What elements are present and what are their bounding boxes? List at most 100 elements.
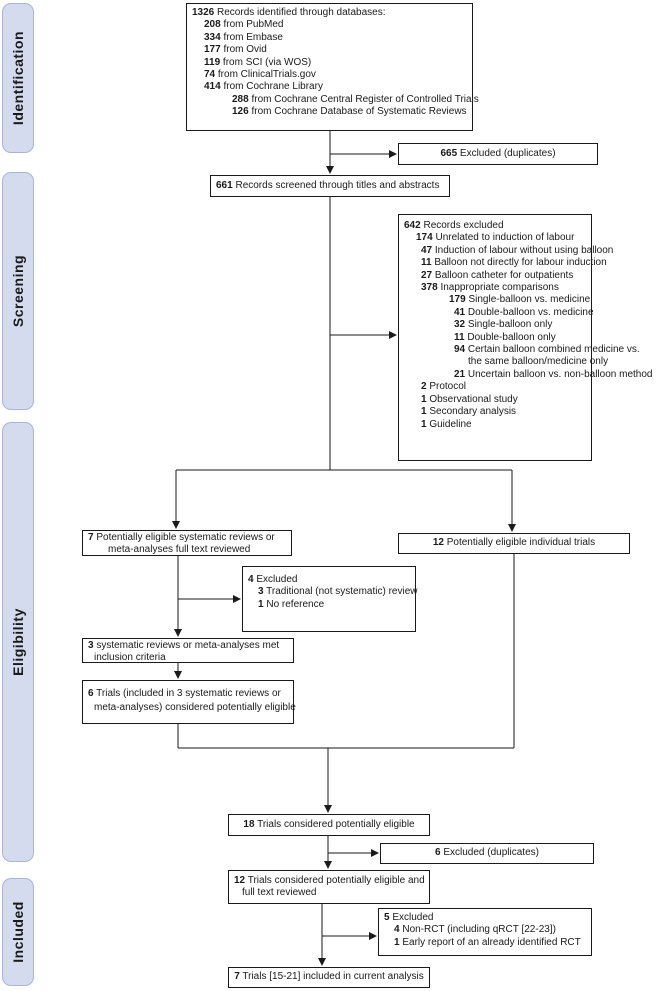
- box-line: 41 Double-balloon vs. medicine: [454, 306, 594, 318]
- box-line: 12 Potentially eligible individual trial…: [432, 537, 596, 548]
- box-trials-included: 7 Trials [15-21] included in current ana…: [228, 967, 430, 988]
- box-line: 642 Records excluded: [404, 220, 504, 231]
- box-line-count: 32: [454, 319, 466, 331]
- box-line-count: 1: [421, 406, 427, 418]
- box-line-count: 27: [421, 269, 433, 281]
- box-line-count: 47: [421, 244, 433, 256]
- box-line: 3 systematic reviews or meta-analyses me…: [88, 640, 280, 651]
- box-reviews-met: 3 systematic reviews or meta-analyses me…: [82, 638, 294, 663]
- box-trials-18: 18 Trials considered potentially eligibl…: [228, 814, 430, 836]
- box-line-count: 1: [421, 393, 427, 405]
- box-line-count: 177: [204, 44, 221, 56]
- box-line: 7 Trials [15-21] included in current ana…: [234, 971, 424, 982]
- box-line: 3 Traditional (not systematic) review: [258, 586, 418, 598]
- box-line-count: 7: [88, 532, 94, 543]
- box-line: 6 Trials (included in 3 systematic revie…: [88, 688, 281, 699]
- box-line: 4 Non-RCT (including qRCT [22-23]): [394, 924, 556, 936]
- box-line-count: 21: [454, 368, 466, 380]
- box-line: 12 Trials considered potentially eligibl…: [234, 875, 425, 886]
- box-trials-12-fulltext: 12 Trials considered potentially eligibl…: [228, 870, 430, 904]
- box-line: 6 Excluded (duplicates): [435, 847, 539, 858]
- box-line-count: 4: [394, 924, 400, 936]
- box-line: 179 Single-balloon vs. medicine: [449, 294, 591, 306]
- box-line-count: 3: [258, 586, 264, 598]
- box-excluded-duplicates-2: 6 Excluded (duplicates): [380, 843, 594, 864]
- box-line-count: 179: [449, 294, 466, 306]
- phase-included: Included: [2, 878, 34, 986]
- box-line: the same balloon/medicine only: [468, 356, 609, 368]
- box-line-count: 642: [404, 220, 421, 231]
- box-line-count: 11: [421, 257, 432, 269]
- box-line: 208 from PubMed: [204, 19, 284, 31]
- box-line: 1 Guideline: [421, 418, 472, 430]
- box-line-count: 6: [435, 847, 441, 858]
- box-line: 27 Balloon catheter for outpatients: [421, 269, 574, 281]
- box-line: 126 from Cochrane Database of Systematic…: [232, 106, 467, 118]
- box-line-count: 5: [384, 912, 390, 923]
- box-line: 665 Excluded (duplicates): [440, 148, 556, 159]
- box-line: 119 from SCI (via WOS): [204, 56, 312, 68]
- phase-screening: Screening: [2, 172, 34, 410]
- box-line-count: 2: [421, 381, 427, 393]
- box-line-count: 334: [204, 31, 221, 43]
- box-line: 177 from Ovid: [204, 44, 267, 56]
- box-eligible-reviews: 7 Potentially eligible systematic review…: [82, 530, 292, 556]
- box-line: 1 Observational study: [421, 393, 518, 405]
- box-line: 11 Double-balloon only: [454, 331, 556, 343]
- box-line-count: 7: [234, 971, 240, 982]
- box-line-count: 6: [88, 688, 94, 699]
- box-line: 21 Uncertain balloon vs. non-balloon met…: [454, 368, 653, 380]
- box-line-count: 1: [258, 598, 264, 610]
- box-line: 1 No reference: [258, 598, 325, 610]
- box-line-count: 4: [248, 574, 254, 585]
- box-line-count: 3: [88, 640, 94, 651]
- box-line-count: 12: [432, 537, 444, 548]
- box-line-count: 208: [204, 19, 221, 31]
- box-line: 174 Unrelated to induction of labour: [416, 232, 575, 244]
- box-line: full text reviewed: [242, 887, 317, 898]
- box-line: 1326 Records identified through database…: [192, 7, 386, 18]
- box-line-count: 665: [440, 148, 458, 159]
- box-line: meta-analyses full text reviewed: [108, 543, 251, 555]
- box-line: 7 Potentially eligible systematic review…: [88, 532, 275, 543]
- box-line: 47 Induction of labour without using bal…: [421, 244, 614, 256]
- box-line: 378 Inappropriate comparisons: [421, 282, 559, 294]
- box-records-screened: 661 Records screened through titles and …: [210, 175, 450, 197]
- box-line-count: 12: [234, 875, 246, 886]
- box-line: 74 from ClinicalTrials.gov: [204, 69, 316, 81]
- box-records-identified: 1326 Records identified through database…: [186, 3, 479, 131]
- box-line-count: 1: [394, 936, 400, 948]
- box-line-count: 18: [243, 819, 255, 830]
- box-trials-from-reviews: 6 Trials (included in 3 systematic revie…: [82, 680, 296, 724]
- box-line-count: 11: [454, 331, 465, 343]
- box-line-count: 378: [421, 282, 438, 294]
- box-eligible-trials: 12 Potentially eligible individual trial…: [398, 533, 630, 554]
- box-line: 5 Excluded: [384, 912, 434, 923]
- box-line: 661 Records screened through titles and …: [216, 180, 440, 191]
- phase-identification: Identification: [2, 3, 34, 153]
- box-excluded-duplicates-1: 665 Excluded (duplicates): [398, 143, 598, 165]
- box-line-count: 288: [232, 93, 249, 105]
- box-line: 2 Protocol: [421, 381, 467, 393]
- box-line: 32 Single-balloon only: [454, 319, 553, 331]
- box-line-count: 119: [204, 56, 221, 68]
- box-line: 1 Early report of an already identified …: [394, 936, 581, 948]
- box-line: 18 Trials considered potentially eligibl…: [243, 819, 415, 830]
- box-line-count: 174: [416, 232, 433, 244]
- box-line: inclusion criteria: [94, 651, 166, 663]
- box-line-count: 661: [216, 180, 233, 191]
- box-line: 334 from Embase: [204, 31, 283, 43]
- box-line-count: 126: [232, 106, 249, 118]
- box-line-count: 1326: [192, 7, 215, 18]
- box-line: meta-analyses) considered potentially el…: [94, 702, 296, 713]
- box-line-count: 414: [204, 81, 221, 93]
- box-line: 4 Excluded: [248, 574, 298, 585]
- box-line: 11 Balloon not directly for labour induc…: [421, 257, 607, 269]
- box-line: 288 from Cochrane Central Register of Co…: [232, 93, 479, 105]
- box-line: 414 from Cochrane Library: [204, 81, 323, 93]
- box-line-count: 74: [204, 69, 216, 81]
